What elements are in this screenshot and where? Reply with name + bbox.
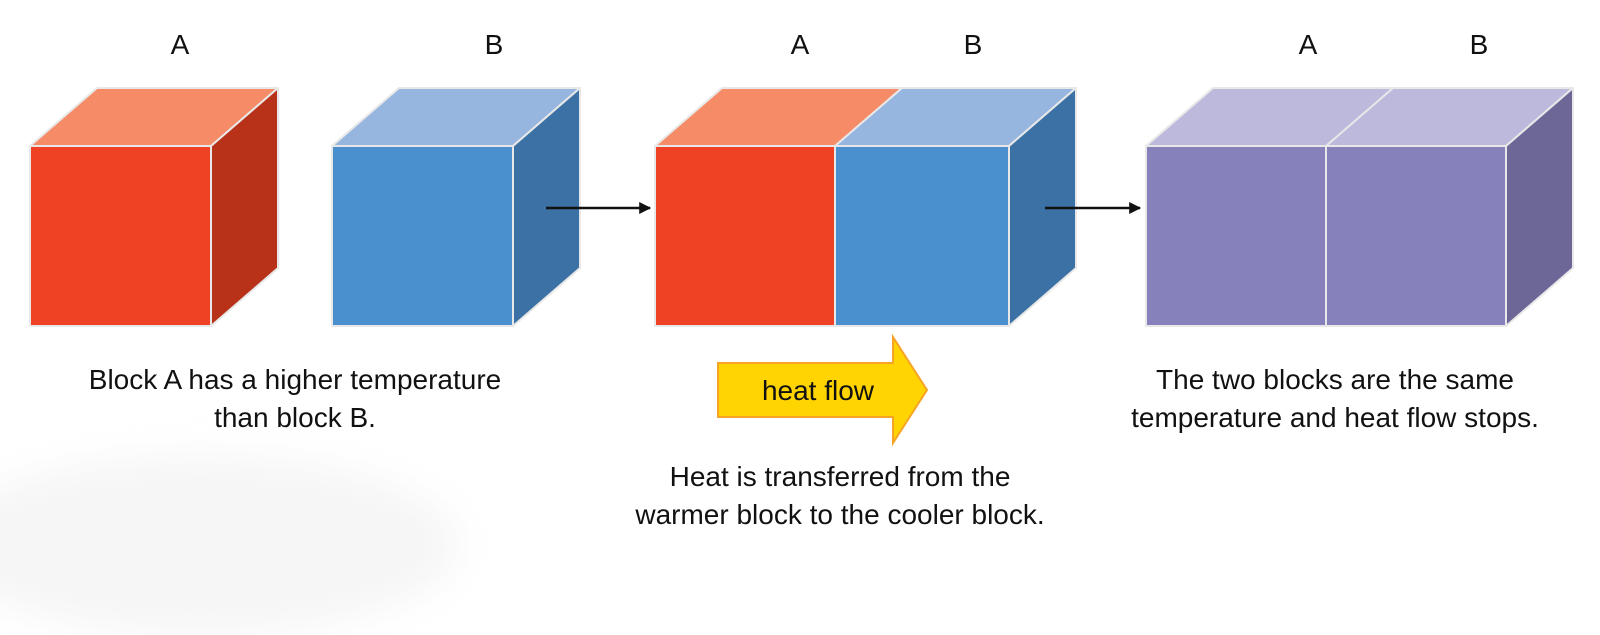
heat-flow-arrow-icon: heat flow <box>717 333 929 447</box>
heat-flow-arrow-shape <box>717 333 929 447</box>
panel3-caption-line2: temperature and heat flow stops. <box>1131 402 1539 433</box>
block-a-hot <box>29 87 279 327</box>
panel1-caption-line1: Block A has a higher temperature <box>88 364 502 395</box>
blocks-in-contact <box>654 87 1077 327</box>
contact-block-a-front-face <box>654 145 836 327</box>
diagram-canvas: A B A B hea <box>29 29 1574 447</box>
heat-flow-label: heat flow <box>762 375 875 406</box>
panel1-caption-line2: than block B. <box>214 402 376 433</box>
block-a-front-face <box>29 145 212 327</box>
panel3-label-a: A <box>1299 29 1318 60</box>
panel2-caption: Heat is transferred from the warmer bloc… <box>590 458 1090 534</box>
block-b-front-face <box>331 145 514 327</box>
block-b-cool <box>331 87 581 327</box>
panel1-caption: Block A has a higher temperature than bl… <box>40 361 550 437</box>
equal-block-a-front-face <box>1145 145 1327 327</box>
panel1-label-b: B <box>485 29 504 60</box>
panel3-caption: The two blocks are the same temperature … <box>1090 361 1580 437</box>
blocks-equal-temperature <box>1145 87 1574 327</box>
panel2-label-b: B <box>964 29 983 60</box>
panel2-label-a: A <box>791 29 810 60</box>
equal-blocks-top-seam <box>1325 87 1394 147</box>
equal-block-b-front-face <box>1325 145 1507 327</box>
heat-transfer-diagram: A B A B hea <box>29 29 1580 534</box>
panel2-caption-line1: Heat is transferred from the <box>669 461 1011 492</box>
panel3-caption-line1: The two blocks are the same <box>1156 364 1514 395</box>
contact-block-b-front-face <box>834 145 1010 327</box>
panel1-label-a: A <box>171 29 190 60</box>
panel2-caption-line2: warmer block to the cooler block. <box>635 499 1045 530</box>
panel3-label-b: B <box>1470 29 1489 60</box>
